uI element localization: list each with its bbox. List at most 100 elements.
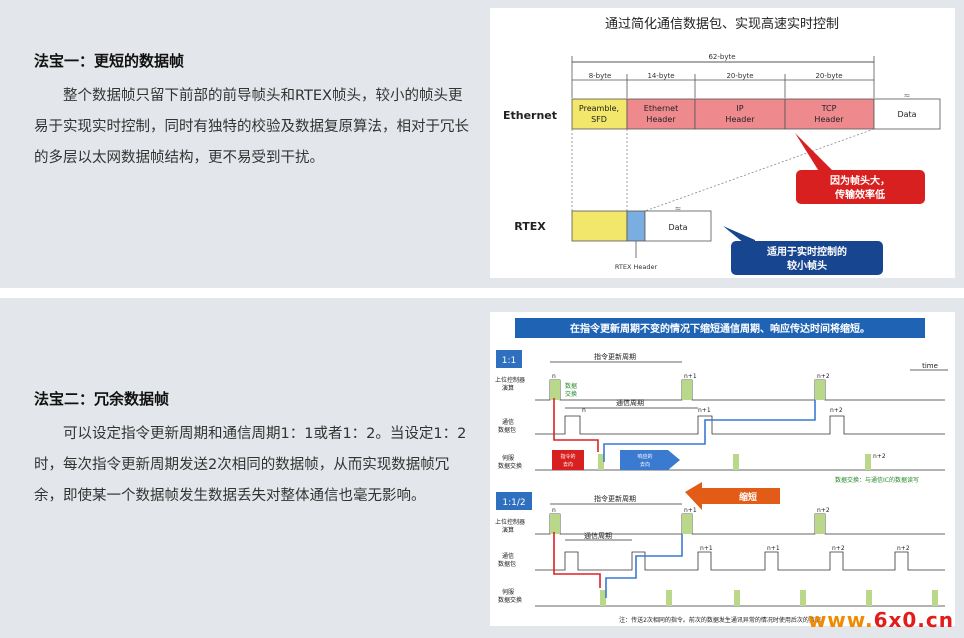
ratio-2-label: 1:1/2 — [502, 498, 525, 508]
section-2-body: 可以设定指令更新周期和通信周期1：1或者1：2。当设定1：2时，每次指令更新周期… — [34, 426, 467, 504]
eth-field-1-line2: SFD — [591, 115, 607, 124]
rtex-data-field — [644, 210, 712, 242]
blue-callout-line1: 适用于实时控制的 — [767, 245, 847, 258]
figure-2-banner — [515, 318, 925, 338]
ctrl-pulse-n — [550, 380, 560, 400]
ratio-1-label: 1:1 — [502, 356, 516, 366]
row-ctrl-1-b: 演算 — [502, 384, 514, 392]
ctrl2-pulse-n2 — [815, 514, 825, 534]
red-tag-l2: 去向 — [563, 461, 573, 468]
servo2-pulse-2 — [666, 590, 672, 606]
time-label: time — [922, 362, 938, 370]
ctrl2-pulse-n — [550, 514, 560, 534]
ctrl-n2: n+2 — [817, 373, 830, 380]
servo-pulse-n2 — [865, 454, 871, 470]
red-callout-pointer — [795, 133, 835, 173]
servo2-pulse-4 — [800, 590, 806, 606]
red-callout-line2: 传输效率低 — [834, 188, 885, 201]
servo2-pulse-5 — [866, 590, 872, 606]
redundant-frame-timing-figure: 在指令更新周期不变的情况下缩短通信周期、响应传达时间将缩短。 1:1 指令更新周… — [490, 312, 955, 626]
section-1-heading: 法宝一：更短的数据帧 — [34, 52, 185, 70]
comm2-n2-b: n+2 — [897, 545, 910, 552]
ctrl-pulse-n2 — [815, 380, 825, 400]
comm2-n2-a: n+2 — [832, 545, 845, 552]
blue-tag-l2: 去向 — [640, 461, 650, 468]
cmd-period-label-1: 指令更新周期 — [594, 352, 636, 361]
servo2-pulse-6 — [932, 590, 938, 606]
row-servo-1-a: 伺服 — [502, 454, 514, 462]
eth-field-2-line2: Header — [646, 115, 676, 124]
command-path-arrow-2 — [553, 532, 601, 588]
ctrl2-n: n — [552, 507, 556, 514]
data-exchange-label: 数据 — [565, 382, 577, 390]
rtex-data-label: Data — [668, 223, 687, 232]
section-2-heading: 法宝二：冗余数据帧 — [34, 390, 170, 408]
ctrl-n1: n+1 — [684, 373, 697, 380]
comm-n: n — [582, 407, 586, 414]
ratio-1-badge — [496, 350, 522, 368]
eth-ip-header-field — [694, 98, 786, 130]
response-path-arrow-2 — [605, 534, 683, 598]
eth-field-5-label: Data — [897, 110, 916, 119]
ctrl2-pulse-n1 — [682, 514, 692, 534]
row-servo-2-a: 伺服 — [502, 588, 514, 596]
servo2-pulse-1 — [600, 590, 606, 606]
eth-tcp-header-field — [784, 98, 875, 130]
section-1-body: 整个数据帧只留下前部的前导帧头和RTEX帧头，较小的帧头更易于实现实时控制，同时… — [34, 88, 469, 166]
figure-2-note: 注：传送2次相同的指令。前次的数据发生通讯异常的情况时使用后次的数据 — [619, 616, 821, 624]
legend-text: 数据交换：与通信IC的数据读写 — [835, 476, 919, 484]
eth-field-1-line1: Preamble, — [579, 104, 619, 113]
eth-field-3-line1: IP — [736, 104, 743, 113]
ctrl2-n1: n+1 — [684, 507, 697, 514]
response-path-arrow — [603, 400, 816, 462]
rtex-row-label: RTEX — [514, 220, 546, 233]
comm2-n1-b: n+1 — [767, 545, 780, 552]
row-comm-2-a: 通信 — [502, 552, 514, 560]
comm-n2: n+2 — [830, 407, 843, 414]
shorten-label: 缩短 — [739, 491, 757, 503]
servo2-pulse-3 — [734, 590, 740, 606]
ctrl-n: n — [552, 373, 556, 380]
blue-tag — [620, 450, 680, 470]
row-servo-1-b: 数据交换 — [498, 462, 522, 470]
figure-1-title: 通过简化通信数据包、实现高速实时控制 — [605, 16, 839, 32]
data-exchange-label-2: 交换 — [565, 390, 577, 398]
ratio-2-badge — [496, 492, 532, 510]
rtex-header-field — [626, 210, 646, 242]
servo-n2: n+2 — [873, 453, 886, 460]
comm-period-label-1: 通信周期 — [616, 398, 644, 407]
red-tag-l1: 指令的 — [560, 453, 575, 460]
figure-2-banner-text: 在指令更新周期不变的情况下缩短通信周期、响应传达时间将缩短。 — [570, 322, 870, 335]
rtex-preamble-field — [571, 210, 628, 242]
ethernet-row-label: Ethernet — [503, 109, 557, 122]
red-callout — [796, 170, 925, 204]
command-path-arrow — [553, 398, 599, 452]
red-callout-line1: 因为帧头大， — [830, 174, 890, 187]
total-byte-label: 62-byte — [708, 53, 735, 61]
row-ctrl-2-a: 上位控制器 — [495, 518, 525, 526]
section-panel-1: 法宝一：更短的数据帧 整个数据帧只留下前部的前导帧头和RTEX帧头，较小的帧头更… — [0, 0, 964, 288]
red-tag — [552, 450, 584, 470]
blue-callout — [731, 241, 883, 275]
site-watermark: www.6x0.cn — [808, 608, 954, 632]
cmd-period-label-2: 指令更新周期 — [594, 494, 636, 503]
eth-preamble-field — [571, 98, 628, 130]
watermark-domain: 6x0.cn — [873, 608, 954, 632]
servo-pulse-n — [598, 454, 604, 470]
comm2-n1-a: n+1 — [700, 545, 713, 552]
row-ctrl-1-a: 上位控制器 — [495, 376, 525, 384]
break-mark: ≈ — [904, 91, 911, 100]
comm-period-label-2: 通信周期 — [584, 531, 612, 540]
row-comm-1-b: 数据包 — [498, 426, 516, 434]
section-1-text: 法宝一：更短的数据帧 整个数据帧只留下前部的前导帧头和RTEX帧头，较小的帧头更… — [34, 50, 474, 174]
byte-label-2: 14-byte — [647, 72, 674, 80]
ctrl2-n2: n+2 — [817, 507, 830, 514]
eth-field-4-line2: Header — [814, 115, 844, 124]
eth-ethernet-header-field — [626, 98, 696, 130]
servo-pulse-n1 — [733, 454, 739, 470]
eth-field-3-line2: Header — [725, 115, 755, 124]
blue-tag-l1: 响应的 — [637, 453, 652, 460]
comm-n1: n+1 — [698, 407, 711, 414]
blue-callout-line2: 较小帧头 — [787, 259, 827, 272]
ctrl-pulse-n1 — [682, 380, 692, 400]
